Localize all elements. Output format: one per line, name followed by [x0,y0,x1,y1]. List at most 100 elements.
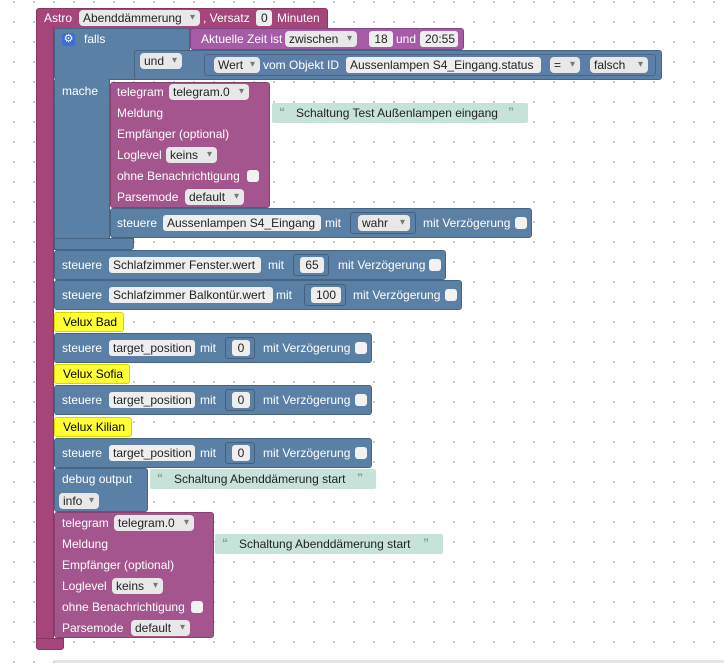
debug-open-quote-icon: “ [157,471,163,485]
control-4-delay-checkbox[interactable] [355,394,367,406]
telegram-2-loglevel-dropdown[interactable]: keins [112,578,163,594]
telegram-2-label: telegram [62,516,109,530]
compare-operator-dropdown[interactable]: = [550,57,580,73]
control-1-value[interactable]: 65 [300,257,324,273]
control-3-target[interactable]: target_position [109,340,195,356]
telegram-2-open-quote-icon: “ [222,536,228,550]
telegram-block-2[interactable] [54,512,214,638]
telegram-2-ohne-checkbox[interactable] [191,601,203,613]
control-2-target[interactable]: Schlafzimmer Balkontür.wert [109,287,273,303]
control-2-value-socket [304,284,346,306]
telegram-2-ohne-label: ohne Benachrichtigung [62,600,185,614]
control-4-value-socket [225,389,255,411]
control-5-target[interactable]: target_position [109,445,195,461]
telegram-2-close-quote-icon: ” [423,536,429,550]
control-block-3[interactable] [54,333,372,363]
time-compare-label: Aktuelle Zeit ist [201,32,283,46]
control-inner-delay-checkbox[interactable] [515,217,527,229]
astro-unit-label: Minuten [277,11,320,25]
value-type-dropdown[interactable]: Wert [214,57,260,73]
control-block-4[interactable] [54,385,372,415]
control-3-mit: mit [200,341,216,355]
telegram-block-1[interactable] [110,82,270,208]
telegram-1-parsemode-label: Parsemode [117,190,179,204]
astro-offset-label: , Versatz [203,11,250,25]
compare-value-dropdown[interactable]: falsch [590,57,648,73]
control-block-5[interactable] [54,438,372,468]
telegram-2-meldung-label: Meldung [62,537,109,551]
control-2-delay-checkbox[interactable] [445,289,457,301]
control-3-steuere: steuere [62,341,103,355]
telegram-2-instance-dropdown[interactable]: telegram.0 [114,515,194,531]
control-3-delay-label: mit Verzögerung [263,341,351,355]
gear-icon[interactable]: ⚙ [62,33,75,46]
object-id-field[interactable]: Aussenlampen S4_Eingang.status [346,57,541,73]
telegram-2-parsemode-dropdown[interactable]: default [131,620,190,636]
control-1-value-socket [293,254,329,276]
astro-label: Astro [44,11,73,25]
comment-velux-sofia[interactable]: Velux Sofia [54,364,130,384]
close-quote-icon: ” [508,105,514,119]
control-4-value[interactable]: 0 [232,392,250,408]
control-1-delay-label: mit Verzögerung [338,258,426,272]
horizontal-scrollbar[interactable] [54,660,724,663]
control-5-value[interactable]: 0 [232,445,250,461]
control-1-steuere: steuere [62,258,103,272]
control-1-target[interactable]: Schlafzimmer Fenster.wert [109,257,261,273]
time-operator-dropdown[interactable]: zwischen [285,31,357,47]
control-5-delay-checkbox[interactable] [355,447,367,459]
telegram-2-loglevel-label: Loglevel [62,579,107,593]
telegram-1-message-text[interactable]: “ Schaltung Test Außenlampen eingang ” [272,103,528,123]
debug-message-value: Schaltung Abenddämerung start [174,472,346,486]
comment-velux-kilian-text: Velux Kilian [63,420,126,434]
open-quote-icon: “ [279,105,285,119]
telegram-1-instance-dropdown[interactable]: telegram.0 [169,84,249,100]
debug-level-dropdown[interactable]: info [59,493,99,509]
control-3-delay-checkbox[interactable] [355,342,367,354]
comment-velux-bad[interactable]: Velux Bad [54,312,124,332]
telegram-2-empfaenger-label: Empfänger (optional) [62,558,175,572]
control-5-delay-label: mit Verzögerung [263,446,351,460]
debug-close-quote-icon: ” [357,471,363,485]
comment-velux-kilian[interactable]: Velux Kilian [54,417,132,437]
control-inner-steuere: steuere [117,216,158,230]
debug-message-text[interactable]: “ Schaltung Abenddämerung start ” [150,469,376,489]
control-5-steuere: steuere [62,446,103,460]
telegram-1-parsemode-dropdown[interactable]: default [185,189,244,205]
object-id-label: vom Objekt ID [263,58,340,72]
control-inner-mit: mit [325,216,341,230]
control-5-mit: mit [200,446,216,460]
control-3-value-socket [225,337,255,359]
control-2-delay-label: mit Verzögerung [353,288,441,302]
telegram-1-ohne-checkbox[interactable] [247,170,259,182]
control-2-mit: mit [276,288,292,302]
if-falls-label: falls [84,32,106,46]
if-block-bottom [54,238,134,250]
control-4-steuere: steuere [62,393,103,407]
control-inner-value-socket [350,212,416,234]
astro-offset-input[interactable]: 0 [256,10,272,26]
control-4-target[interactable]: target_position [109,392,195,408]
telegram-1-loglevel-dropdown[interactable]: keins [166,147,217,163]
control-1-delay-checkbox[interactable] [429,259,441,271]
control-inner-target[interactable]: Aussenlampen S4_Eingang [163,215,321,231]
telegram-2-message-text[interactable]: “ Schaltung Abenddämerung start ” [215,534,443,554]
telegram-1-ohne-label: ohne Benachrichtigung [117,169,240,183]
control-2-value[interactable]: 100 [311,287,341,303]
telegram-1-empfaenger-label: Empfänger (optional) [117,127,230,141]
control-inner-value-dropdown[interactable]: wahr [358,215,410,231]
debug-output-label: debug output [62,472,133,486]
time-to-input[interactable]: 20:55 [420,31,458,47]
control-4-delay-label: mit Verzögerung [263,393,351,407]
control-2-steuere: steuere [62,288,103,302]
control-1-mit: mit [268,258,284,272]
control-3-value[interactable]: 0 [232,340,250,356]
telegram-2-message-value: Schaltung Abenddämerung start [239,537,411,551]
astro-event-dropdown[interactable]: Abenddämmerung [79,10,200,26]
comment-velux-sofia-text: Velux Sofia [63,367,124,381]
telegram-1-label: telegram [117,85,164,99]
time-from-input[interactable]: 18 [369,31,393,47]
telegram-1-meldung-label: Meldung [117,106,164,120]
and-operator-dropdown[interactable]: und [140,53,182,69]
time-and-label: und [396,32,417,46]
